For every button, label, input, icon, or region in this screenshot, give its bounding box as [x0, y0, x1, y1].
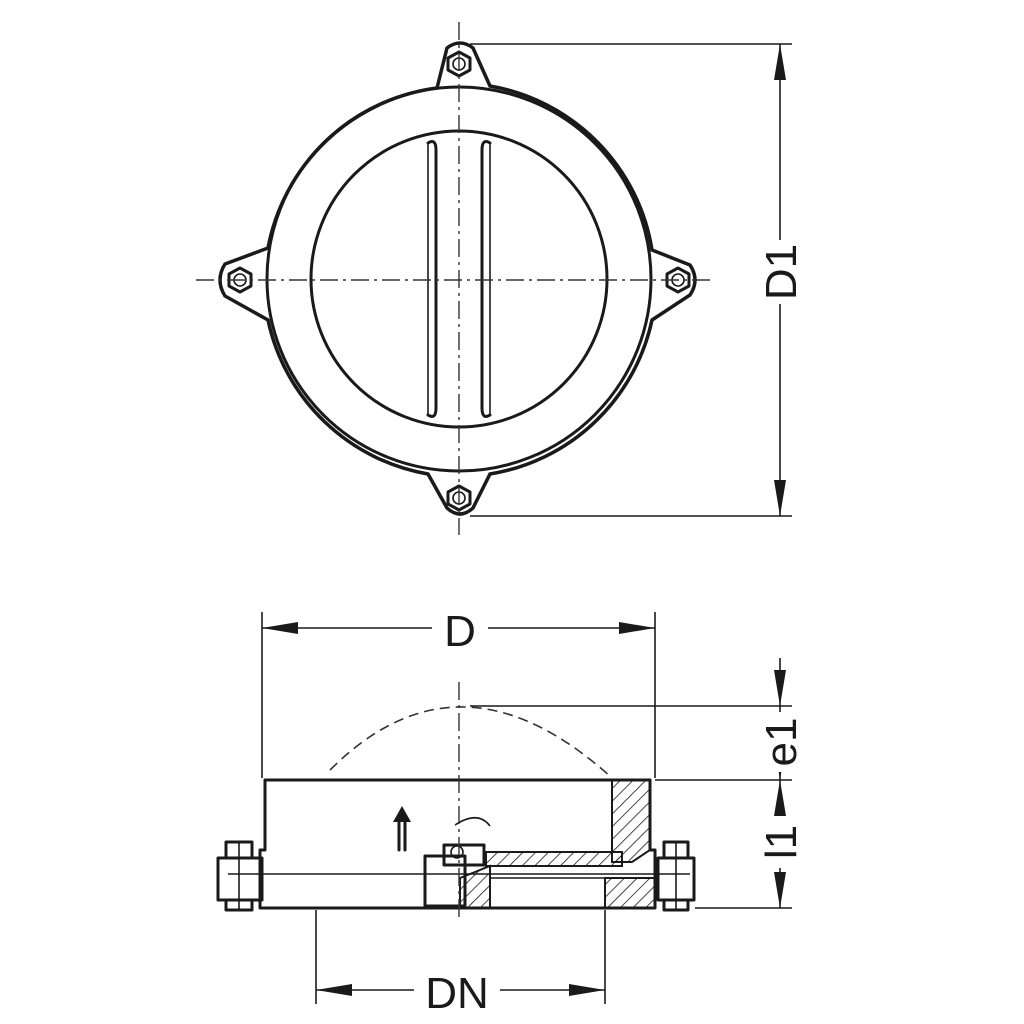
d1-label: D1 — [757, 244, 806, 300]
d1-arrow-top — [774, 44, 786, 80]
hinge-block — [423, 843, 491, 909]
dn-arrow-right — [569, 984, 605, 996]
right-wall-section — [611, 779, 651, 863]
hinge-bar-right — [480, 140, 492, 418]
left-flange-bolt — [216, 840, 264, 912]
disc-closed — [485, 851, 623, 867]
e1-label: e1 — [757, 718, 806, 767]
top-view: D1 — [196, 22, 806, 535]
d-arrow-left — [262, 622, 298, 634]
d1-arrow-bottom — [774, 480, 786, 516]
dn-label: DN — [425, 969, 489, 1018]
l1-label: l1 — [757, 825, 806, 859]
right-seat-section — [604, 877, 656, 909]
right-flange-bolt — [656, 840, 696, 912]
d-arrow-right — [619, 622, 655, 634]
side-section-view: D e1 l1 DN — [216, 606, 806, 1018]
rotation-arc — [454, 816, 491, 827]
flow-arrow-icon — [393, 806, 411, 852]
e1-arrow-top — [774, 670, 786, 706]
d-label: D — [444, 607, 476, 656]
hinge-bar — [426, 140, 438, 418]
disc-swing-arc — [329, 706, 613, 779]
flange-outline — [218, 41, 697, 516]
l1-arrow-bottom — [774, 872, 786, 908]
dn-arrow-left — [316, 984, 352, 996]
l1-arrow-top — [774, 780, 786, 816]
